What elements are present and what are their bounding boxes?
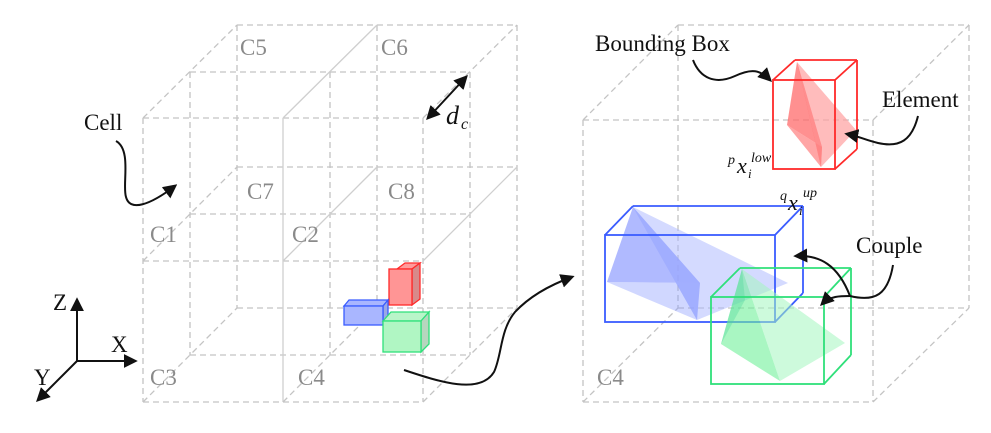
z-axis-label: Z xyxy=(53,290,67,315)
cell-pointer-arrow xyxy=(115,140,178,207)
upper-corner-label: q x i up xyxy=(780,186,817,218)
cell-label-c3: C3 xyxy=(150,365,177,390)
cell-label-c1: C1 xyxy=(150,222,177,247)
red-bounding-box xyxy=(772,59,858,170)
x-axis-label: X xyxy=(111,332,128,357)
cell-label-c8: C8 xyxy=(388,179,415,204)
lower-corner-prefix: p xyxy=(727,153,735,168)
element-annotation: Element xyxy=(882,87,959,112)
bounding-box-pointer-arrow xyxy=(692,59,772,82)
right-cell-label-c4: C4 xyxy=(597,365,624,390)
cell-size-arrow xyxy=(426,74,468,121)
y-axis-label: Y xyxy=(34,365,51,390)
couple-annotation: Couple xyxy=(856,233,922,258)
bounding-box-annotation: Bounding Box xyxy=(595,31,730,56)
lower-corner-subscript: i xyxy=(748,166,752,181)
cell-size-symbol: d xyxy=(446,101,460,130)
mini-element-box-red xyxy=(388,261,422,307)
cell-label-c5: C5 xyxy=(240,35,267,60)
zoom-connector-arrow xyxy=(403,274,575,386)
cell-label-c7: C7 xyxy=(247,179,274,204)
mini-couple-box-green xyxy=(381,310,431,354)
upper-corner-base: x xyxy=(787,190,798,215)
cell-label-c2: C2 xyxy=(292,222,319,247)
green-bounding-box xyxy=(710,267,852,385)
element-pointer-arrow xyxy=(844,115,919,146)
cell-label-c6: C6 xyxy=(381,35,408,60)
couple-pointer-arrow-blue xyxy=(793,248,894,299)
couple-pointer-arrow-green xyxy=(820,291,851,306)
mini-couple-box-blue xyxy=(342,298,390,326)
lower-corner-label: p x i low xyxy=(727,151,772,181)
cell-annotation: Cell xyxy=(84,110,122,135)
cell-size-subscript: c xyxy=(461,116,468,133)
upper-corner-superscript: up xyxy=(803,186,817,201)
lower-corner-superscript: low xyxy=(751,151,772,166)
upper-corner-prefix: q xyxy=(780,189,787,204)
cell-label-c4: C4 xyxy=(298,365,325,390)
upper-corner-subscript: i xyxy=(799,203,803,218)
y-axis-arrow xyxy=(36,360,78,402)
axes-triad: Z X Y xyxy=(34,290,138,402)
lower-corner-base: x xyxy=(736,153,747,178)
